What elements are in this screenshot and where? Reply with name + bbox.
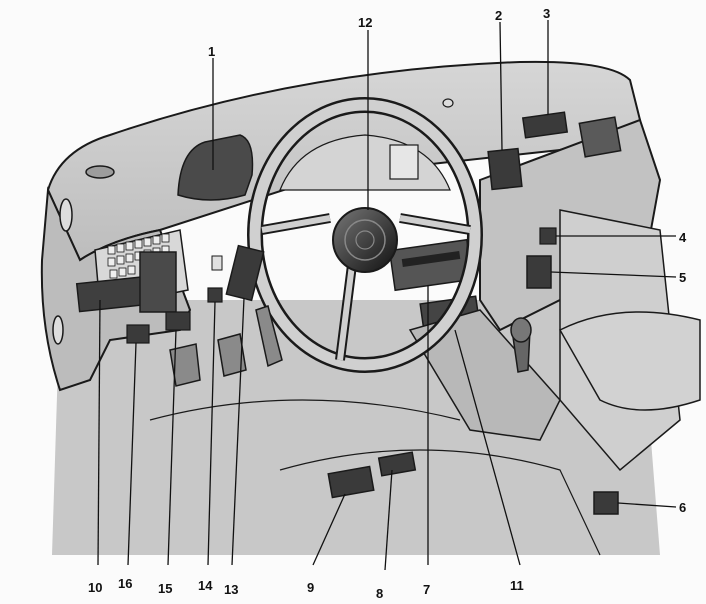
leader-lines [97,20,677,571]
callout-8: 8 [376,586,384,601]
callout-5: 5 [679,270,687,285]
component-9-module [327,465,375,499]
gear-knob [510,317,532,343]
callout-2: 2 [495,8,503,23]
callout-13: 13 [224,582,239,597]
pedal-middle [217,333,247,377]
hub-ring [344,219,386,261]
component-14-switch [207,287,223,303]
callout-12: 12 [358,15,373,30]
floor-contour-1 [149,399,461,421]
relay-block-tall [139,251,177,313]
pedal-right [255,305,283,368]
right-vent [578,116,622,158]
component-12-steering-hub [332,207,398,273]
callout-11: 11 [510,578,524,593]
dash-sensor [442,98,454,108]
small-bracket [211,255,223,271]
component-8-module [377,451,417,477]
seat-right [558,311,701,411]
left-vent-lower [52,315,64,345]
component-5-relay [526,255,552,289]
callout-7: 7 [423,582,431,597]
callout-9: 9 [307,580,315,595]
component-15-relay [165,311,191,331]
component-13-stalk-module [225,244,265,302]
callout-4: 4 [679,230,687,245]
callout-6: 6 [679,500,687,515]
steering-wheel-spokes-inner [261,215,471,361]
callout-15: 15 [158,581,173,596]
component-2-module [487,147,523,191]
component-6-module [593,491,619,515]
component-4-relay [539,227,557,245]
left-vent-side [59,198,73,232]
callout-10: 10 [88,580,103,595]
steering-wheel-rim-highlight [249,99,481,371]
left-vent-top [85,165,115,179]
callout-3: 3 [543,6,551,21]
center-tunnel [408,309,561,441]
console-unit-slot [401,251,461,267]
component-16-relay [126,324,150,344]
component-1-instrument-hood [177,134,254,201]
component-3-module [521,111,569,139]
instrument-gauge [389,144,419,180]
hub-ring-inner [355,230,375,250]
callout-14: 14 [198,578,213,593]
callout-16: 16 [118,576,133,591]
callout-1: 1 [208,44,216,59]
